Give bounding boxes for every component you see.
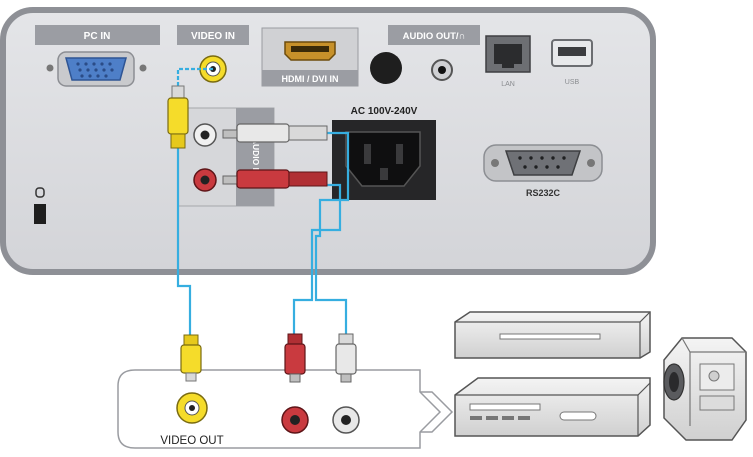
video-out-label: VIDEO OUT	[160, 435, 223, 447]
camcorder-icon	[663, 337, 747, 441]
audio-in-label: AUDIO IN	[251, 138, 261, 176]
cables	[176, 67, 350, 335]
ac-power-inlet: AC 100V-240V	[332, 106, 436, 200]
video-in-label: VIDEO IN	[191, 31, 235, 42]
audio-right-cable	[292, 183, 342, 334]
rs232c-port: RS232C	[483, 144, 603, 198]
audio-out-left-jack	[332, 406, 360, 434]
dvd-player-icon	[454, 311, 651, 359]
white-rca-plug-left	[222, 123, 328, 143]
audio-in-port: AUDIO IN	[177, 107, 275, 207]
audio-out-right-jack	[281, 406, 309, 434]
yellow-rca-plug-bottom	[180, 334, 202, 382]
lock-slot-icon	[34, 187, 46, 224]
av-source-box	[117, 369, 454, 449]
audio-left-cable	[314, 131, 350, 334]
audio-out-label: AUDIO OUT/∩	[403, 31, 466, 42]
white-rca-plug-bottom	[335, 333, 357, 383]
pc-in-port: PC IN	[35, 25, 160, 87]
hdmi-dvi-in-port: HDMI / DVI IN	[261, 27, 359, 87]
audio-out-port: AUDIO OUT/∩	[370, 25, 480, 84]
yellow-rca-plug-top	[167, 85, 189, 149]
rs232c-label: RS232C	[526, 188, 561, 198]
hdmi-label: HDMI / DVI IN	[281, 74, 338, 84]
video-out-jack	[176, 392, 208, 424]
red-rca-plug-right	[222, 169, 328, 189]
pc-in-label: PC IN	[84, 31, 111, 42]
video-cable	[176, 148, 192, 335]
usb-port: USB	[551, 39, 593, 86]
projector-back-panel	[0, 7, 656, 275]
usb-label: USB	[565, 79, 580, 86]
vcr-icon	[454, 377, 651, 437]
lan-label: LAN	[501, 81, 515, 88]
red-rca-plug-bottom	[284, 333, 306, 383]
ac-label: AC 100V-240V	[351, 106, 418, 117]
lan-port: LAN	[485, 35, 531, 88]
serial-connector-icon	[504, 150, 582, 176]
